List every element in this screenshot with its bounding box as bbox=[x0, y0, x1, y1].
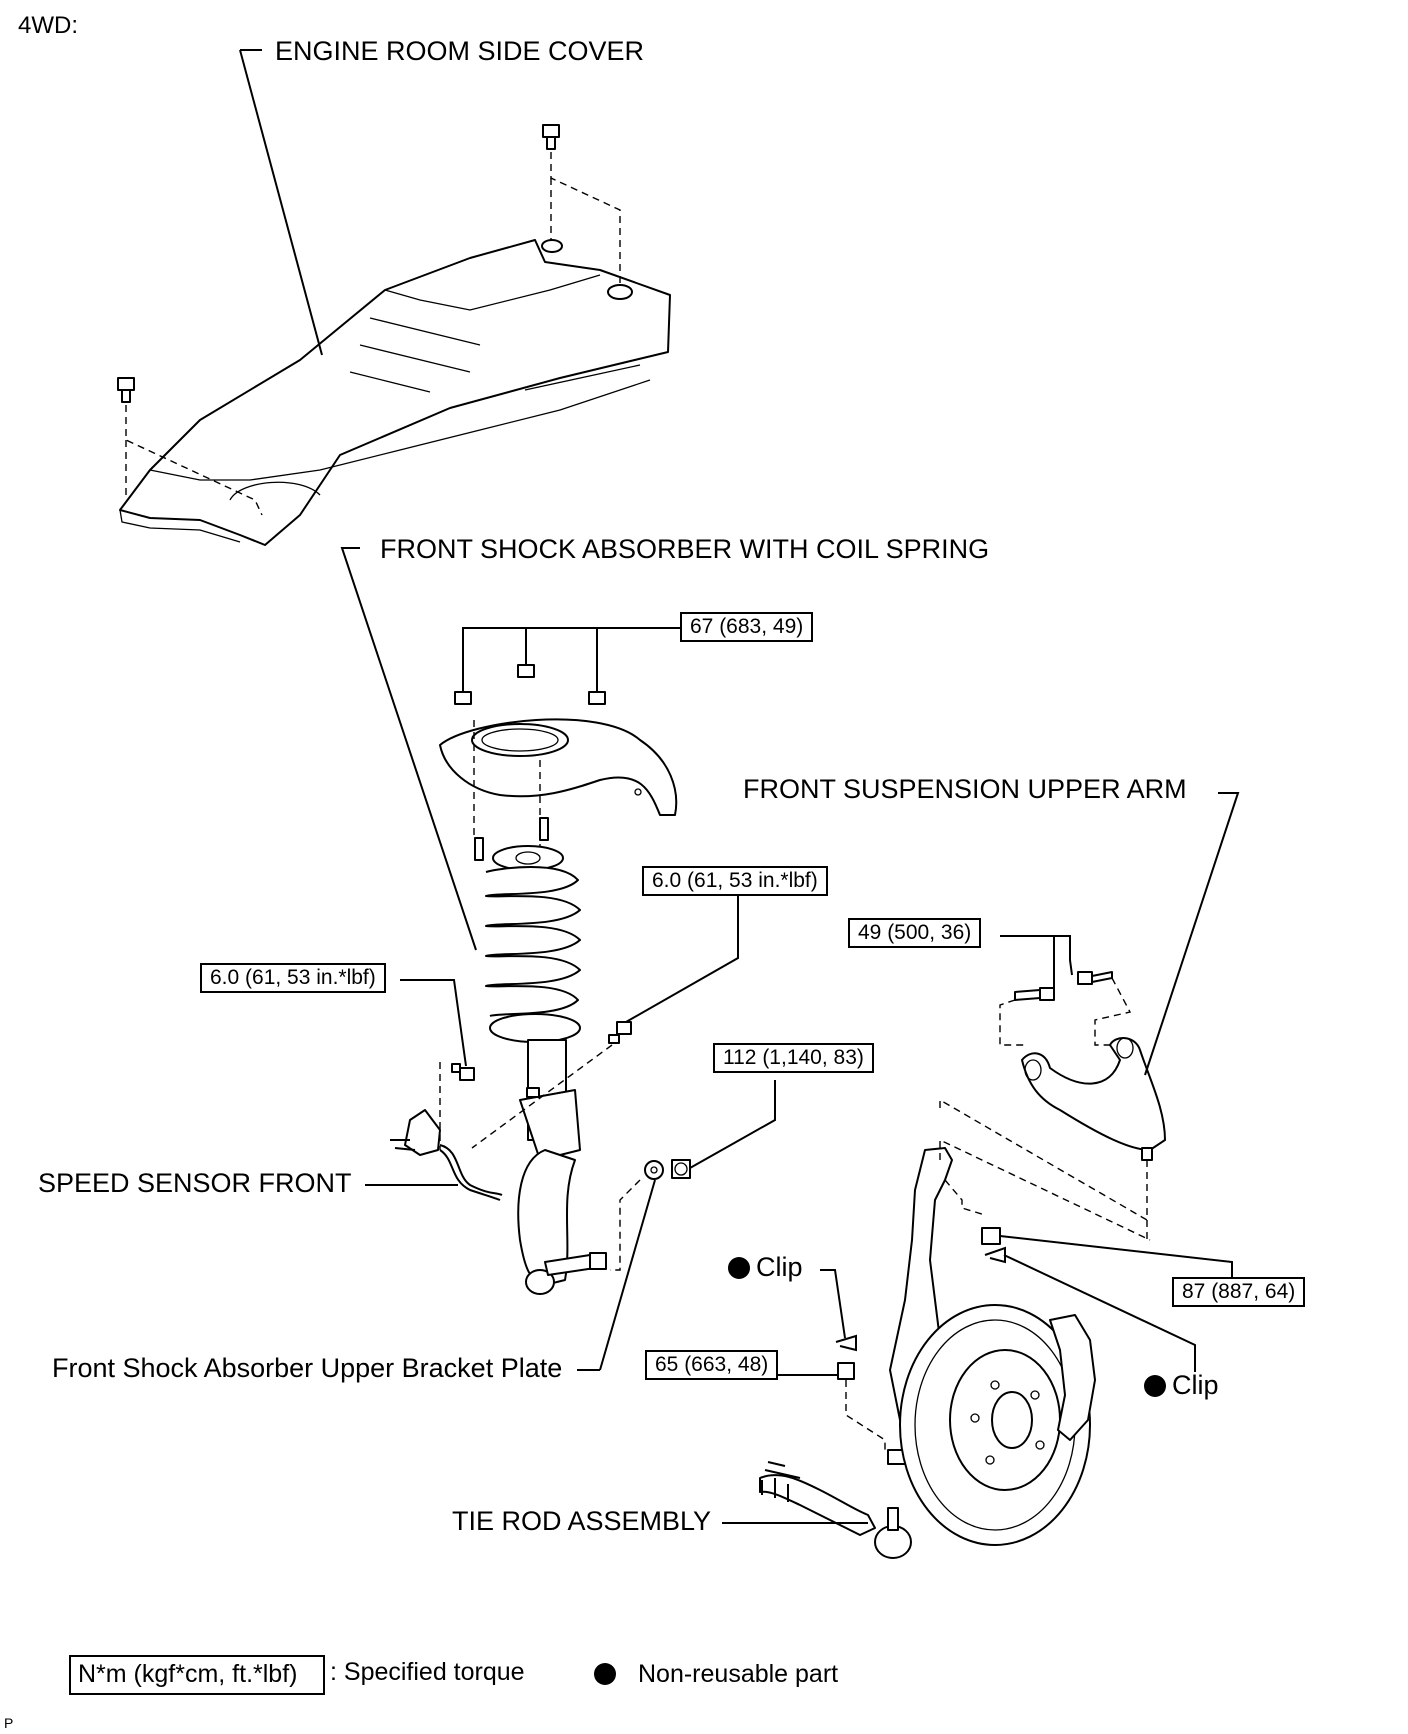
torque-sensor-bolt: 6.0 (61, 53 in.*lbf) bbox=[642, 866, 828, 897]
torque-sensor-bracket-bolt: 6.0 (61, 53 in.*lbf) bbox=[200, 963, 386, 994]
sensor-bracket-bolt bbox=[451, 1063, 475, 1081]
cover-bolt-left bbox=[117, 377, 135, 403]
cover-bolt-top bbox=[542, 124, 560, 150]
label-clip-right: Clip bbox=[1144, 1372, 1219, 1399]
label-front-shock-absorber: FRONT SHOCK ABSORBER WITH COIL SPRING bbox=[380, 534, 990, 564]
torque-upper-arm-bolts: 49 (500, 36) bbox=[848, 918, 982, 949]
legend-torque-unit: N*m (kgf*cm, ft.*lbf) bbox=[78, 1660, 298, 1688]
label-speed-sensor-front: SPEED SENSOR FRONT bbox=[38, 1168, 352, 1198]
sensor-bolt-strut bbox=[608, 1021, 632, 1044]
engine-room-side-cover bbox=[119, 239, 671, 546]
label-front-suspension-upper-arm: FRONT SUSPENSION UPPER ARM bbox=[743, 774, 1187, 804]
torque-shock-lower-nut: 112 (1,140, 83) bbox=[713, 1043, 874, 1074]
clip-left-part bbox=[835, 1334, 857, 1352]
torque-tie-rod-nut: 65 (663, 48) bbox=[645, 1350, 779, 1381]
nonreusable-dot-icon bbox=[728, 1257, 750, 1279]
label-tie-rod-assembly: TIE ROD ASSEMBLY bbox=[452, 1506, 712, 1536]
label-clip-left: Clip bbox=[728, 1254, 803, 1281]
torque-shock-upper-nuts: 67 (683, 49) bbox=[680, 612, 814, 643]
upper-bracket-plate bbox=[644, 1160, 664, 1180]
coil-spring-strut bbox=[474, 817, 607, 1295]
nonreusable-dot-icon bbox=[1144, 1375, 1166, 1397]
clip-right-part bbox=[984, 1246, 1006, 1264]
nonreusable-dot-icon bbox=[594, 1663, 616, 1685]
front-suspension-upper-arm bbox=[1021, 1037, 1166, 1161]
legend-nonreusable: Non-reusable part bbox=[594, 1662, 838, 1687]
torque-upper-arm-nut: 87 (887, 64) bbox=[1172, 1277, 1306, 1308]
footer-code: P bbox=[4, 1715, 14, 1731]
shock-upper-nuts bbox=[454, 664, 606, 705]
shock-lower-nut bbox=[671, 1159, 691, 1179]
label-upper-bracket-plate: Front Shock Absorber Upper Bracket Plate bbox=[52, 1353, 563, 1383]
upper-arm-bolts bbox=[1014, 971, 1113, 1001]
shock-top-mount bbox=[439, 718, 678, 816]
tie-rod-nut bbox=[837, 1362, 855, 1380]
upper-arm-nut bbox=[981, 1227, 1001, 1245]
label-engine-room-side-cover: ENGINE ROOM SIDE COVER bbox=[275, 36, 645, 66]
tie-rod-assembly bbox=[759, 1461, 912, 1559]
legend-torque-desc: : Specified torque bbox=[330, 1658, 525, 1686]
variant-label: 4WD: bbox=[18, 12, 78, 39]
brake-rotor bbox=[899, 1304, 1096, 1546]
speed-sensor-front bbox=[390, 1109, 503, 1201]
